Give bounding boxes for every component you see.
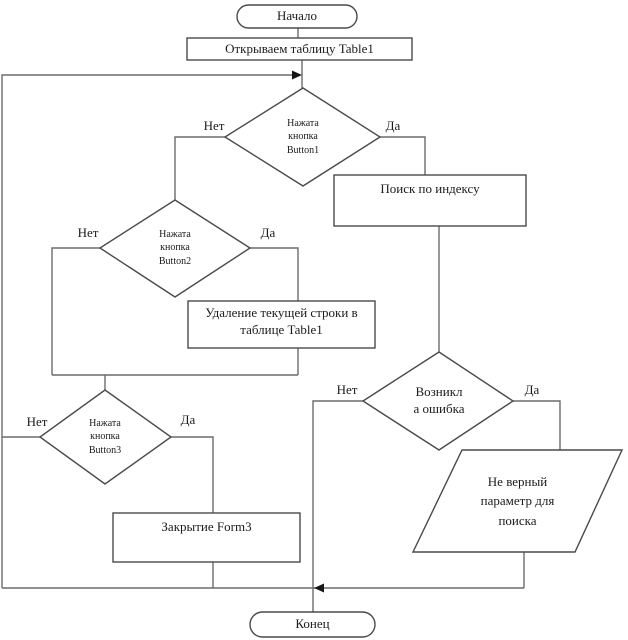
connector-button2-yes: [250, 247, 299, 301]
open-table-process-shape: [186, 37, 413, 61]
connector-button1-yes: [380, 136, 426, 175]
decision-button3-shape: [38, 389, 173, 485]
decision-error-shape: [361, 351, 515, 451]
connector-error-no: [312, 400, 363, 612]
open-table-label: Открываем таблицу Table1: [225, 40, 374, 56]
connector-error-yes: [513, 400, 561, 450]
button1-no-label: Нет: [203, 117, 225, 133]
decision-error-label: Возникл а ошибка: [413, 384, 465, 416]
error-yes-label: Да: [524, 381, 540, 397]
arrowhead-loopback-right: [292, 70, 302, 80]
button2-no-label: Нет: [77, 224, 99, 240]
error-no-label: Нет: [336, 381, 358, 397]
connector-button2-no: [51, 247, 100, 375]
wrong-param-io-shape: [411, 449, 624, 553]
decision-button1-shape: [223, 87, 382, 187]
end-label: Конец: [295, 616, 330, 632]
connector-button1-no: [174, 136, 225, 200]
decision-button2-label: Нажата кнопка Button2: [158, 228, 192, 267]
connector-loopback-left: [1, 74, 293, 588]
button1-yes-label: Да: [385, 117, 401, 133]
decision-button2-shape: [98, 199, 252, 298]
wrong-param-label: Не верный параметр для поиска: [480, 473, 555, 528]
close-form-label: Закрытие Form3: [161, 519, 252, 534]
end-terminal-shape: [249, 611, 376, 638]
button2-yes-label: Да: [260, 224, 276, 240]
decision-button1-label: Нажата кнопка Button1: [286, 117, 320, 156]
start-terminal-shape: [236, 4, 358, 29]
arrowhead-bottom-left: [314, 583, 324, 593]
decision-button3-label: Нажата кнопка Button3: [88, 417, 122, 456]
start-label: Начало: [276, 8, 318, 24]
connector-button3-yes: [171, 436, 214, 513]
delete-row-label: Удаление текущей строки в таблице Table1: [205, 305, 358, 337]
button3-no-label: Нет: [26, 413, 48, 429]
button3-yes-label: Да: [180, 411, 196, 427]
delete-row-process-shape: [187, 300, 376, 349]
search-index-process-shape: [333, 174, 527, 227]
close-form-process-shape: [112, 512, 301, 563]
search-index-label: Поиск по индексу: [380, 181, 480, 196]
